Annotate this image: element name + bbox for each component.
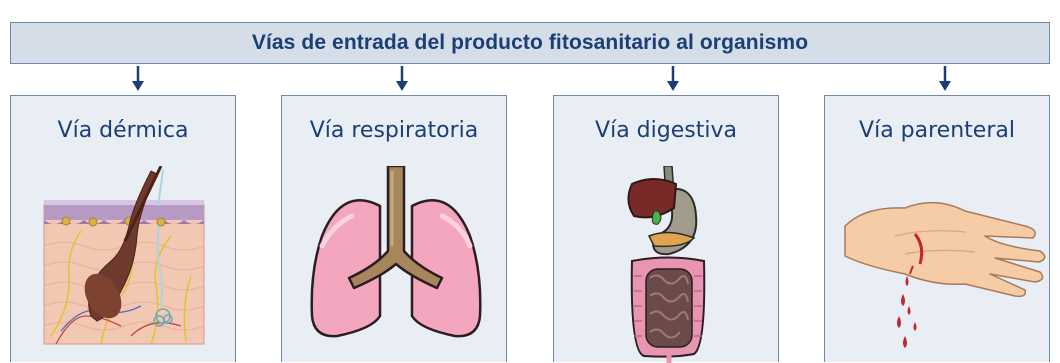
route-card-parenteral: Vía parenteral xyxy=(824,95,1050,362)
down-arrow-icon xyxy=(667,66,679,91)
digestive-system-icon xyxy=(627,166,706,363)
down-arrow-icon xyxy=(132,66,144,91)
diagram-title-bar: Vías de entrada del producto fitosanitar… xyxy=(10,22,1050,64)
route-title-digestive: Vía digestiva xyxy=(595,118,737,143)
bleeding-hand-icon xyxy=(844,202,1046,348)
diagram-title: Vías de entrada del producto fitosanitar… xyxy=(251,31,809,54)
route-card-digestive: Vía digestiva xyxy=(553,95,779,363)
route-title-parenteral: Vía parenteral xyxy=(859,118,1015,143)
route-title-respiratory: Vía respiratoria xyxy=(309,118,479,143)
route-card-dermal: Vía dérmica xyxy=(10,95,236,362)
lungs-icon xyxy=(310,166,482,338)
route-title-dermal: Vía dérmica xyxy=(57,118,189,143)
down-arrow-icon xyxy=(396,66,408,91)
route-card-respiratory: Vía respiratoria xyxy=(281,95,507,362)
down-arrow-icon xyxy=(939,66,951,91)
skin-cross-section-icon xyxy=(43,166,205,345)
